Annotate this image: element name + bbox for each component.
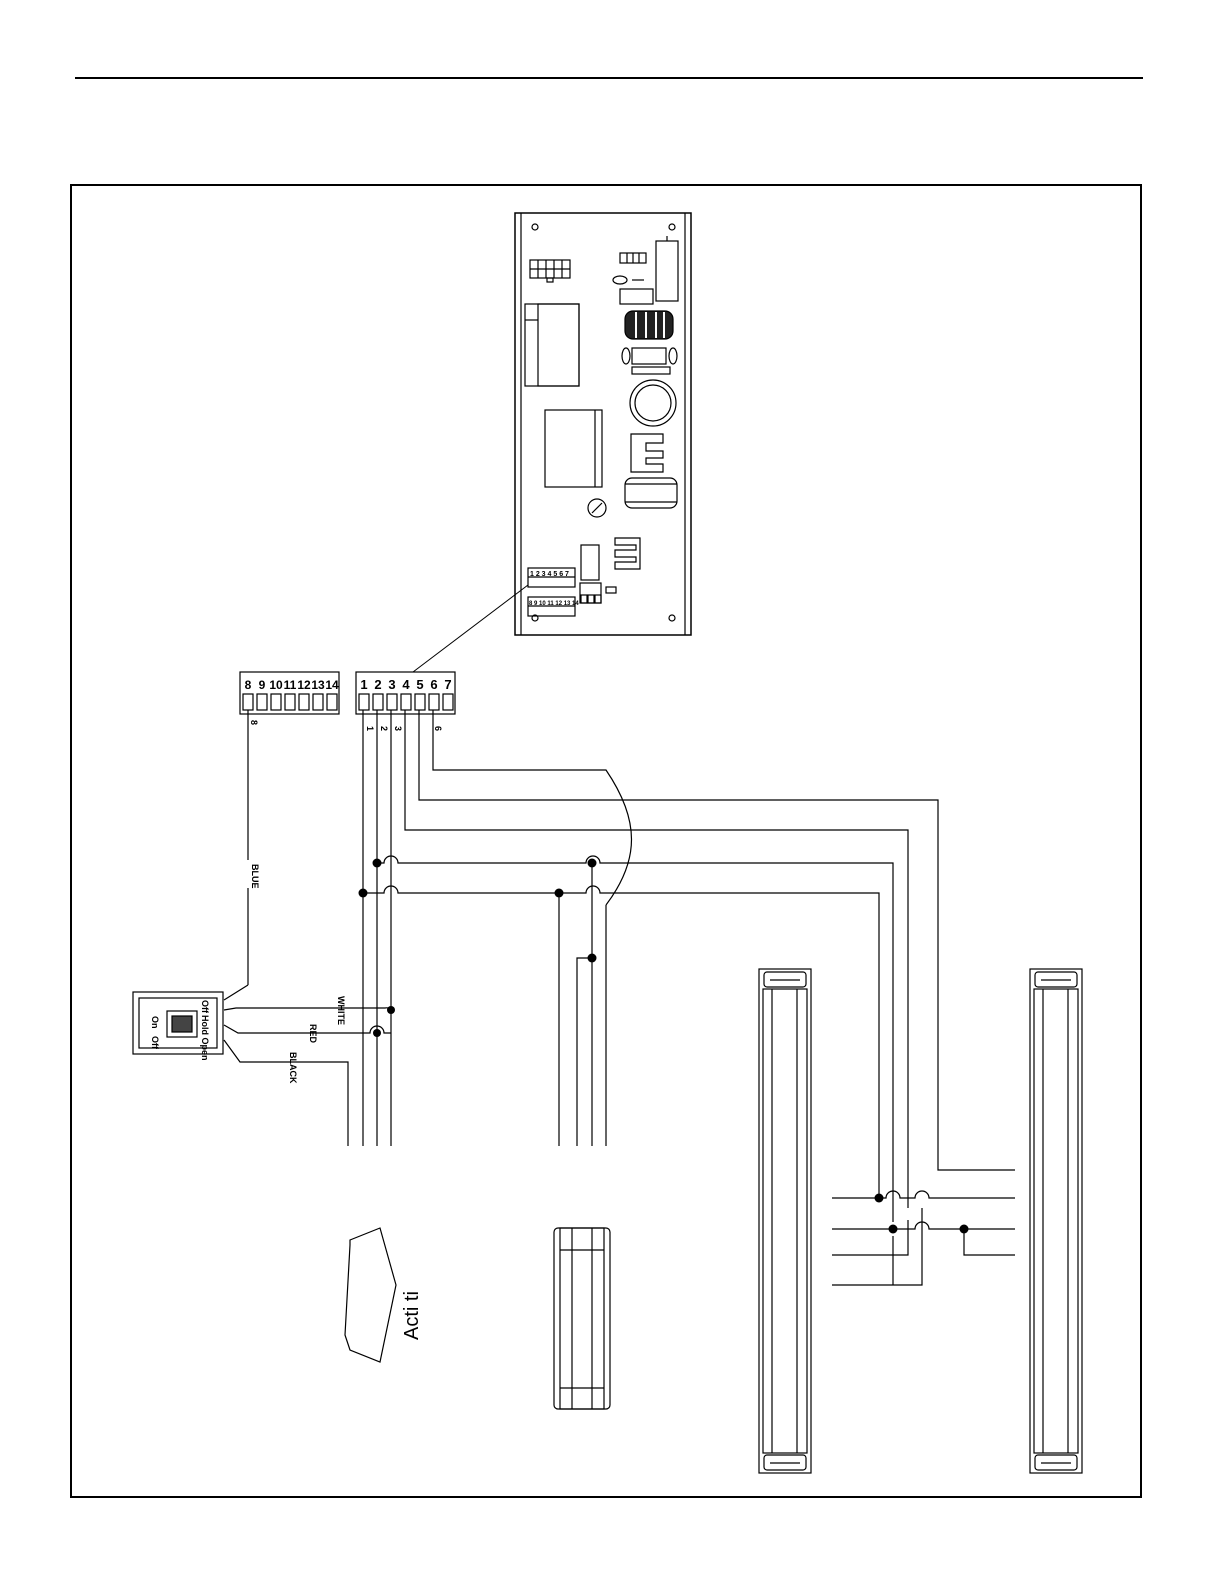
mount-hole: [669, 224, 675, 230]
switch-off-left-label: Off: [150, 1036, 160, 1050]
light-bar-left: [759, 969, 811, 1473]
junction-dots: [359, 859, 969, 1234]
wire-1-number: 1: [365, 726, 375, 731]
activator-label: Acti ti: [401, 1291, 423, 1340]
board-terminal-a-label: 1 2 3 4 5 6 7: [530, 571, 569, 578]
terminal-12-label: 12: [297, 678, 311, 692]
terminal-14-label: 14: [325, 678, 339, 692]
terminal-3-label: 3: [388, 677, 395, 692]
terminal-10-label: 10: [269, 678, 283, 692]
activator-shape: [345, 1228, 396, 1362]
wire-8-number: 8: [249, 720, 259, 725]
terminal-8-label: 8: [245, 678, 252, 692]
wire-label-blue: BLUE: [250, 864, 260, 889]
terminal-13-label: 13: [311, 678, 325, 692]
mount-hole: [532, 224, 538, 230]
board-leader-line: [413, 585, 528, 672]
light-bar-right: [1030, 969, 1082, 1473]
switch-on-label: On: [150, 1016, 160, 1029]
wire-label-red: RED: [308, 1024, 318, 1044]
terminal-9-label: 9: [259, 678, 266, 692]
terminal-4-label: 4: [402, 677, 410, 692]
switch-off-right-label: Off: [200, 1000, 210, 1014]
wire-label-white: WHITE: [336, 996, 346, 1025]
board-terminal-b-label: 8 9 10 11 12 13 14: [529, 601, 579, 607]
diagram-frame: [71, 185, 1141, 1497]
switch-hold-open-label: Hold Open: [200, 1015, 210, 1061]
terminal-6-label: 6: [430, 677, 437, 692]
terminal-11-label: 11: [284, 678, 297, 692]
wire-3-number: 3: [393, 726, 403, 731]
wire-label-black: BLACK: [288, 1052, 298, 1084]
terminal-5-label: 5: [416, 677, 423, 692]
wire-2-number: 2: [379, 726, 389, 731]
middle-sensor: [554, 1228, 610, 1409]
wire-6-number: 6: [433, 726, 443, 731]
terminal-7-label: 7: [444, 677, 451, 692]
terminal-2-label: 2: [374, 677, 381, 692]
terminal-1-label: 1: [360, 677, 367, 692]
mount-hole: [669, 615, 675, 621]
